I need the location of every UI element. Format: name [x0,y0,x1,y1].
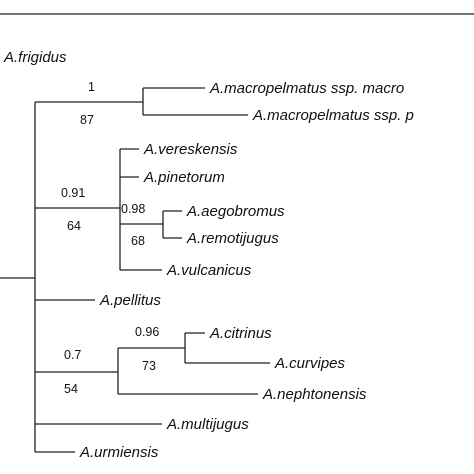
support-aegobromus-bootstrap: 68 [131,234,145,248]
taxon-vulcanicus: A.vulcanicus [166,262,252,279]
support-citrinus-posterior: 0.96 [135,325,159,339]
support-citrinus-bootstrap: 73 [142,359,156,373]
support-values: 1 87 0.91 64 0.98 68 0.96 73 0.7 54 [61,80,159,396]
support-nephtonensis-posterior: 0.7 [64,348,81,362]
taxon-curvipes: A.curvipes [274,355,346,372]
taxon-multijugus: A.multijugus [166,416,249,433]
taxon-pinetorum: A.pinetorum [143,169,225,186]
support-aegobromus-posterior: 0.98 [121,202,145,216]
taxon-frigidus: A.frigidus [3,49,67,66]
taxon-labels: A.frigidus A.macropelmatus ssp. macro A.… [3,49,414,461]
taxon-macropelmatus-p: A.macropelmatus ssp. p [252,107,414,124]
taxon-citrinus: A.citrinus [209,325,272,342]
taxon-nephtonensis: A.nephtonensis [262,386,367,403]
taxon-pellitus: A.pellitus [99,292,161,309]
support-nephtonensis-bootstrap: 54 [64,382,78,396]
taxon-urmiensis: A.urmiensis [79,444,159,461]
taxon-aegobromus: A.aegobromus [186,203,285,220]
taxon-remotijugus: A.remotijugus [186,230,279,247]
taxon-macropelmatus-macro: A.macropelmatus ssp. macro [209,80,404,97]
support-vereskensis-bootstrap: 64 [67,219,81,233]
taxon-vereskensis: A.vereskensis [143,141,238,158]
support-macropelmatus-bootstrap: 87 [80,113,94,127]
support-vereskensis-posterior: 0.91 [61,186,85,200]
tree-branches [0,13,474,453]
support-macropelmatus-posterior: 1 [88,80,95,94]
